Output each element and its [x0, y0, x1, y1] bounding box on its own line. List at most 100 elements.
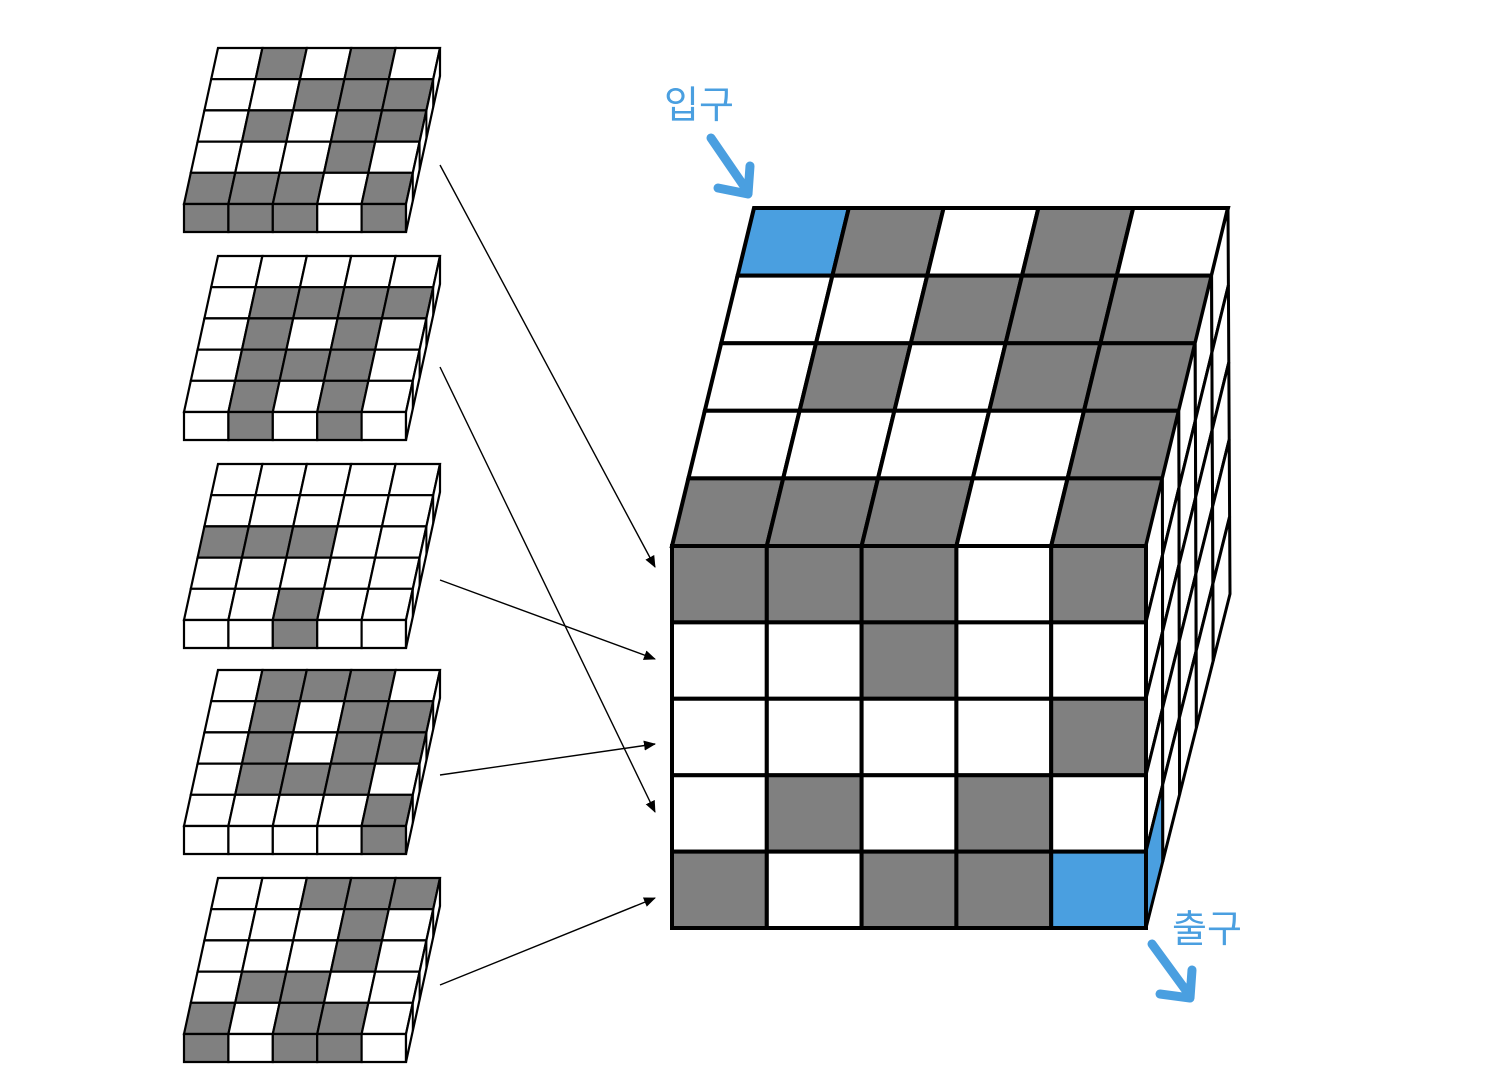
layer-arrow-2 — [439, 366, 656, 813]
layer-cell — [373, 525, 428, 559]
layer-cell — [254, 462, 309, 497]
layer-cell — [247, 700, 302, 734]
layer-cell — [360, 793, 415, 828]
maze-layer-2 — [182, 254, 442, 442]
layer-cell — [271, 171, 326, 206]
layer-edge-cell — [271, 1032, 319, 1064]
layer-cell — [227, 379, 281, 414]
layer-cell — [373, 731, 428, 765]
cube-top-cell — [1048, 476, 1165, 548]
layer-cell — [285, 525, 339, 559]
layer-edge-cell — [271, 824, 319, 856]
layer-cell — [285, 939, 339, 973]
layer-cell — [182, 1001, 237, 1036]
layer-cell — [189, 762, 244, 796]
layer-cell — [233, 762, 288, 796]
layer-edge-cell — [271, 202, 319, 234]
layer-cell — [380, 700, 435, 734]
layer-cell — [182, 379, 237, 414]
layer-cell — [189, 970, 244, 1004]
layer-cell — [271, 793, 326, 828]
layer-cell — [285, 731, 339, 765]
layer-cell — [329, 109, 384, 143]
layer-cell — [189, 140, 244, 174]
layer-cell — [203, 908, 257, 942]
cube-front-cell — [1049, 544, 1148, 625]
cube-front-cell — [670, 620, 769, 701]
cube-top-cell — [813, 273, 930, 346]
layer-edge-cell — [316, 618, 363, 650]
layer-cell — [387, 46, 442, 81]
cube-front-cell — [670, 544, 769, 625]
layer-edge-cell — [182, 202, 230, 234]
cube-top-cell — [669, 476, 786, 548]
cube-front-cell — [764, 696, 864, 778]
layer-cell — [343, 668, 397, 703]
layer-cell — [227, 587, 281, 622]
layer-cell — [209, 462, 264, 497]
layer-cell — [291, 908, 346, 942]
layer-cell — [380, 286, 435, 320]
layer-cell — [278, 556, 333, 590]
layer-cell — [336, 700, 391, 734]
layer-edge-cell — [227, 618, 274, 650]
layer-side — [404, 255, 442, 441]
layer-cell — [387, 462, 442, 497]
layer-cell — [380, 78, 435, 112]
cube-top-cell — [1081, 341, 1198, 413]
cube-front-cell — [859, 696, 959, 778]
cube-front-cell — [670, 773, 769, 854]
layer-cell — [322, 970, 377, 1004]
layer-cell — [360, 1001, 415, 1036]
layer-cell — [196, 317, 251, 351]
layer-edge-cell — [316, 410, 363, 442]
layer-cell — [373, 317, 428, 351]
layer-cell — [227, 171, 281, 206]
cube-front-cell — [1049, 620, 1148, 701]
layer-cell — [298, 462, 353, 497]
layer-cell — [291, 494, 346, 528]
cube-top-cell — [702, 341, 819, 413]
layer-cell — [203, 78, 257, 112]
maze-layer-4 — [182, 668, 442, 856]
layer-edge-cell — [182, 1032, 230, 1064]
layer-cell — [278, 140, 333, 174]
maze-layer-5 — [182, 876, 442, 1064]
layer-edge-cell — [182, 618, 230, 650]
layer-cell — [343, 254, 397, 289]
layer-edge-cell — [182, 824, 230, 856]
cube-top-cell — [1097, 273, 1215, 346]
layer-edge-cell — [227, 410, 274, 442]
layer-cell — [247, 286, 302, 320]
layer-cell — [291, 286, 346, 320]
cube-front-cell — [670, 696, 769, 778]
cube-top-cell — [953, 476, 1071, 548]
layer-cell — [322, 348, 377, 382]
layer-cell — [285, 317, 339, 351]
layer-cell — [380, 908, 435, 942]
cube-top-cell — [1065, 408, 1182, 481]
cube-top-cell — [829, 206, 947, 278]
layer-cell — [336, 78, 391, 112]
layer-edge-cell — [360, 202, 408, 234]
layer-cell — [271, 587, 326, 622]
layer-edge-cell — [316, 202, 363, 234]
layer-cell — [240, 525, 295, 559]
layer-cell — [271, 1001, 326, 1036]
cube-front-cell — [859, 620, 959, 701]
layer-cell — [322, 556, 377, 590]
cube-front-cell — [670, 849, 769, 930]
maze-layers — [182, 46, 442, 1064]
layer-cell — [315, 379, 370, 414]
layer-cell — [322, 140, 377, 174]
layer-arrow-4 — [439, 740, 656, 776]
layer-cell — [387, 668, 442, 703]
layer-cell — [329, 317, 384, 351]
layer-cell — [315, 171, 370, 206]
layer-cell — [315, 793, 370, 828]
layer-cell — [343, 462, 397, 497]
layer-cell — [373, 109, 428, 143]
layer-cell — [298, 668, 353, 703]
layer-cell — [291, 700, 346, 734]
